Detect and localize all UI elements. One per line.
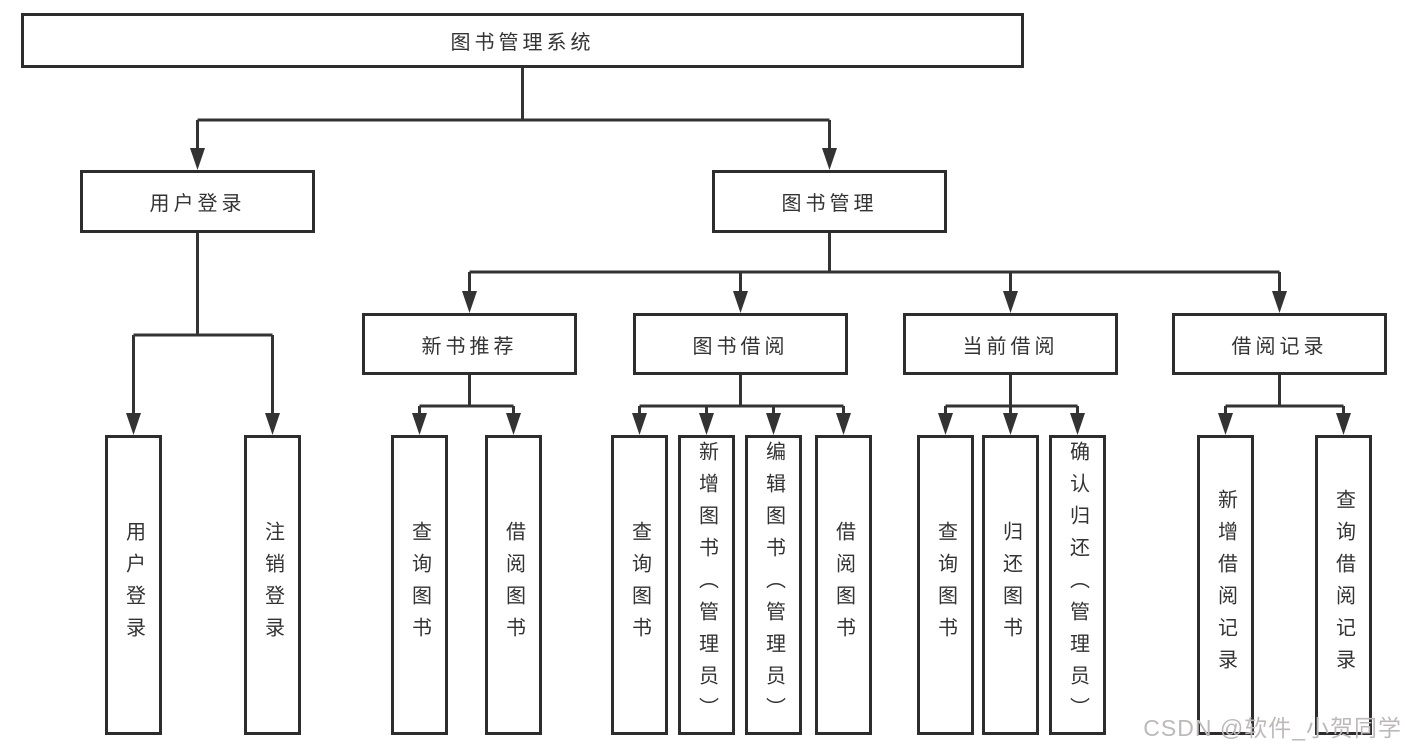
node-label: 图书借阅 xyxy=(692,335,789,358)
leaf-query-books: 查询图书 xyxy=(611,435,668,735)
node-label: 新增图书（管理员） xyxy=(695,441,718,729)
node-label: 注销登录 xyxy=(261,521,284,649)
node-label: 图书管理 xyxy=(781,193,878,215)
leaf-logout: 注销登录 xyxy=(244,435,301,735)
leaf-query-books-current: 查询图书 xyxy=(917,435,974,735)
node-label: 编辑图书（管理员） xyxy=(762,441,785,729)
leaf-edit-books-admin: 编辑图书（管理员） xyxy=(745,435,802,735)
node-current-borrow: 当前借阅 xyxy=(903,313,1118,375)
node-label: 查询借阅记录 xyxy=(1332,489,1355,681)
node-label: 新增借阅记录 xyxy=(1214,489,1237,681)
node-label: 确认归还（管理员） xyxy=(1066,441,1089,729)
node-label: 查询图书 xyxy=(408,521,431,649)
node-label: 归还图书 xyxy=(999,521,1022,649)
node-label: 新书推荐 xyxy=(421,335,518,358)
leaf-user-login: 用户登录 xyxy=(105,435,162,735)
node-label: 图书管理系统 xyxy=(450,32,595,54)
watermark: CSDN @软件_小贺同学 xyxy=(1143,715,1402,741)
node-book-management: 图书管理 xyxy=(712,170,947,233)
node-label: 当前借阅 xyxy=(962,335,1059,358)
node-label: 借阅图书 xyxy=(832,521,855,649)
leaf-confirm-return-admin: 确认归还（管理员） xyxy=(1049,435,1106,735)
node-label: 查询图书 xyxy=(628,521,651,649)
node-label: 用户登录 xyxy=(149,193,246,215)
leaf-query-books-recommend: 查询图书 xyxy=(391,435,448,735)
node-borrow-record: 借阅记录 xyxy=(1172,313,1387,375)
leaf-add-books-admin: 新增图书（管理员） xyxy=(678,435,735,735)
node-library-system: 图书管理系统 xyxy=(21,13,1024,68)
node-label: 查询图书 xyxy=(934,521,957,649)
leaf-borrow-books: 借阅图书 xyxy=(815,435,872,735)
node-label: 借阅图书 xyxy=(502,521,525,649)
leaf-add-borrow-record: 新增借阅记录 xyxy=(1197,435,1254,735)
leaf-borrow-books-recommend: 借阅图书 xyxy=(485,435,542,735)
node-new-book-recommend: 新书推荐 xyxy=(362,313,577,375)
leaf-query-borrow-record: 查询借阅记录 xyxy=(1315,435,1372,735)
node-user-login: 用户登录 xyxy=(80,170,315,233)
node-label: 用户登录 xyxy=(122,521,145,649)
node-label: 借阅记录 xyxy=(1231,335,1328,358)
leaf-return-books: 归还图书 xyxy=(982,435,1039,735)
node-book-borrow: 图书借阅 xyxy=(633,313,848,375)
